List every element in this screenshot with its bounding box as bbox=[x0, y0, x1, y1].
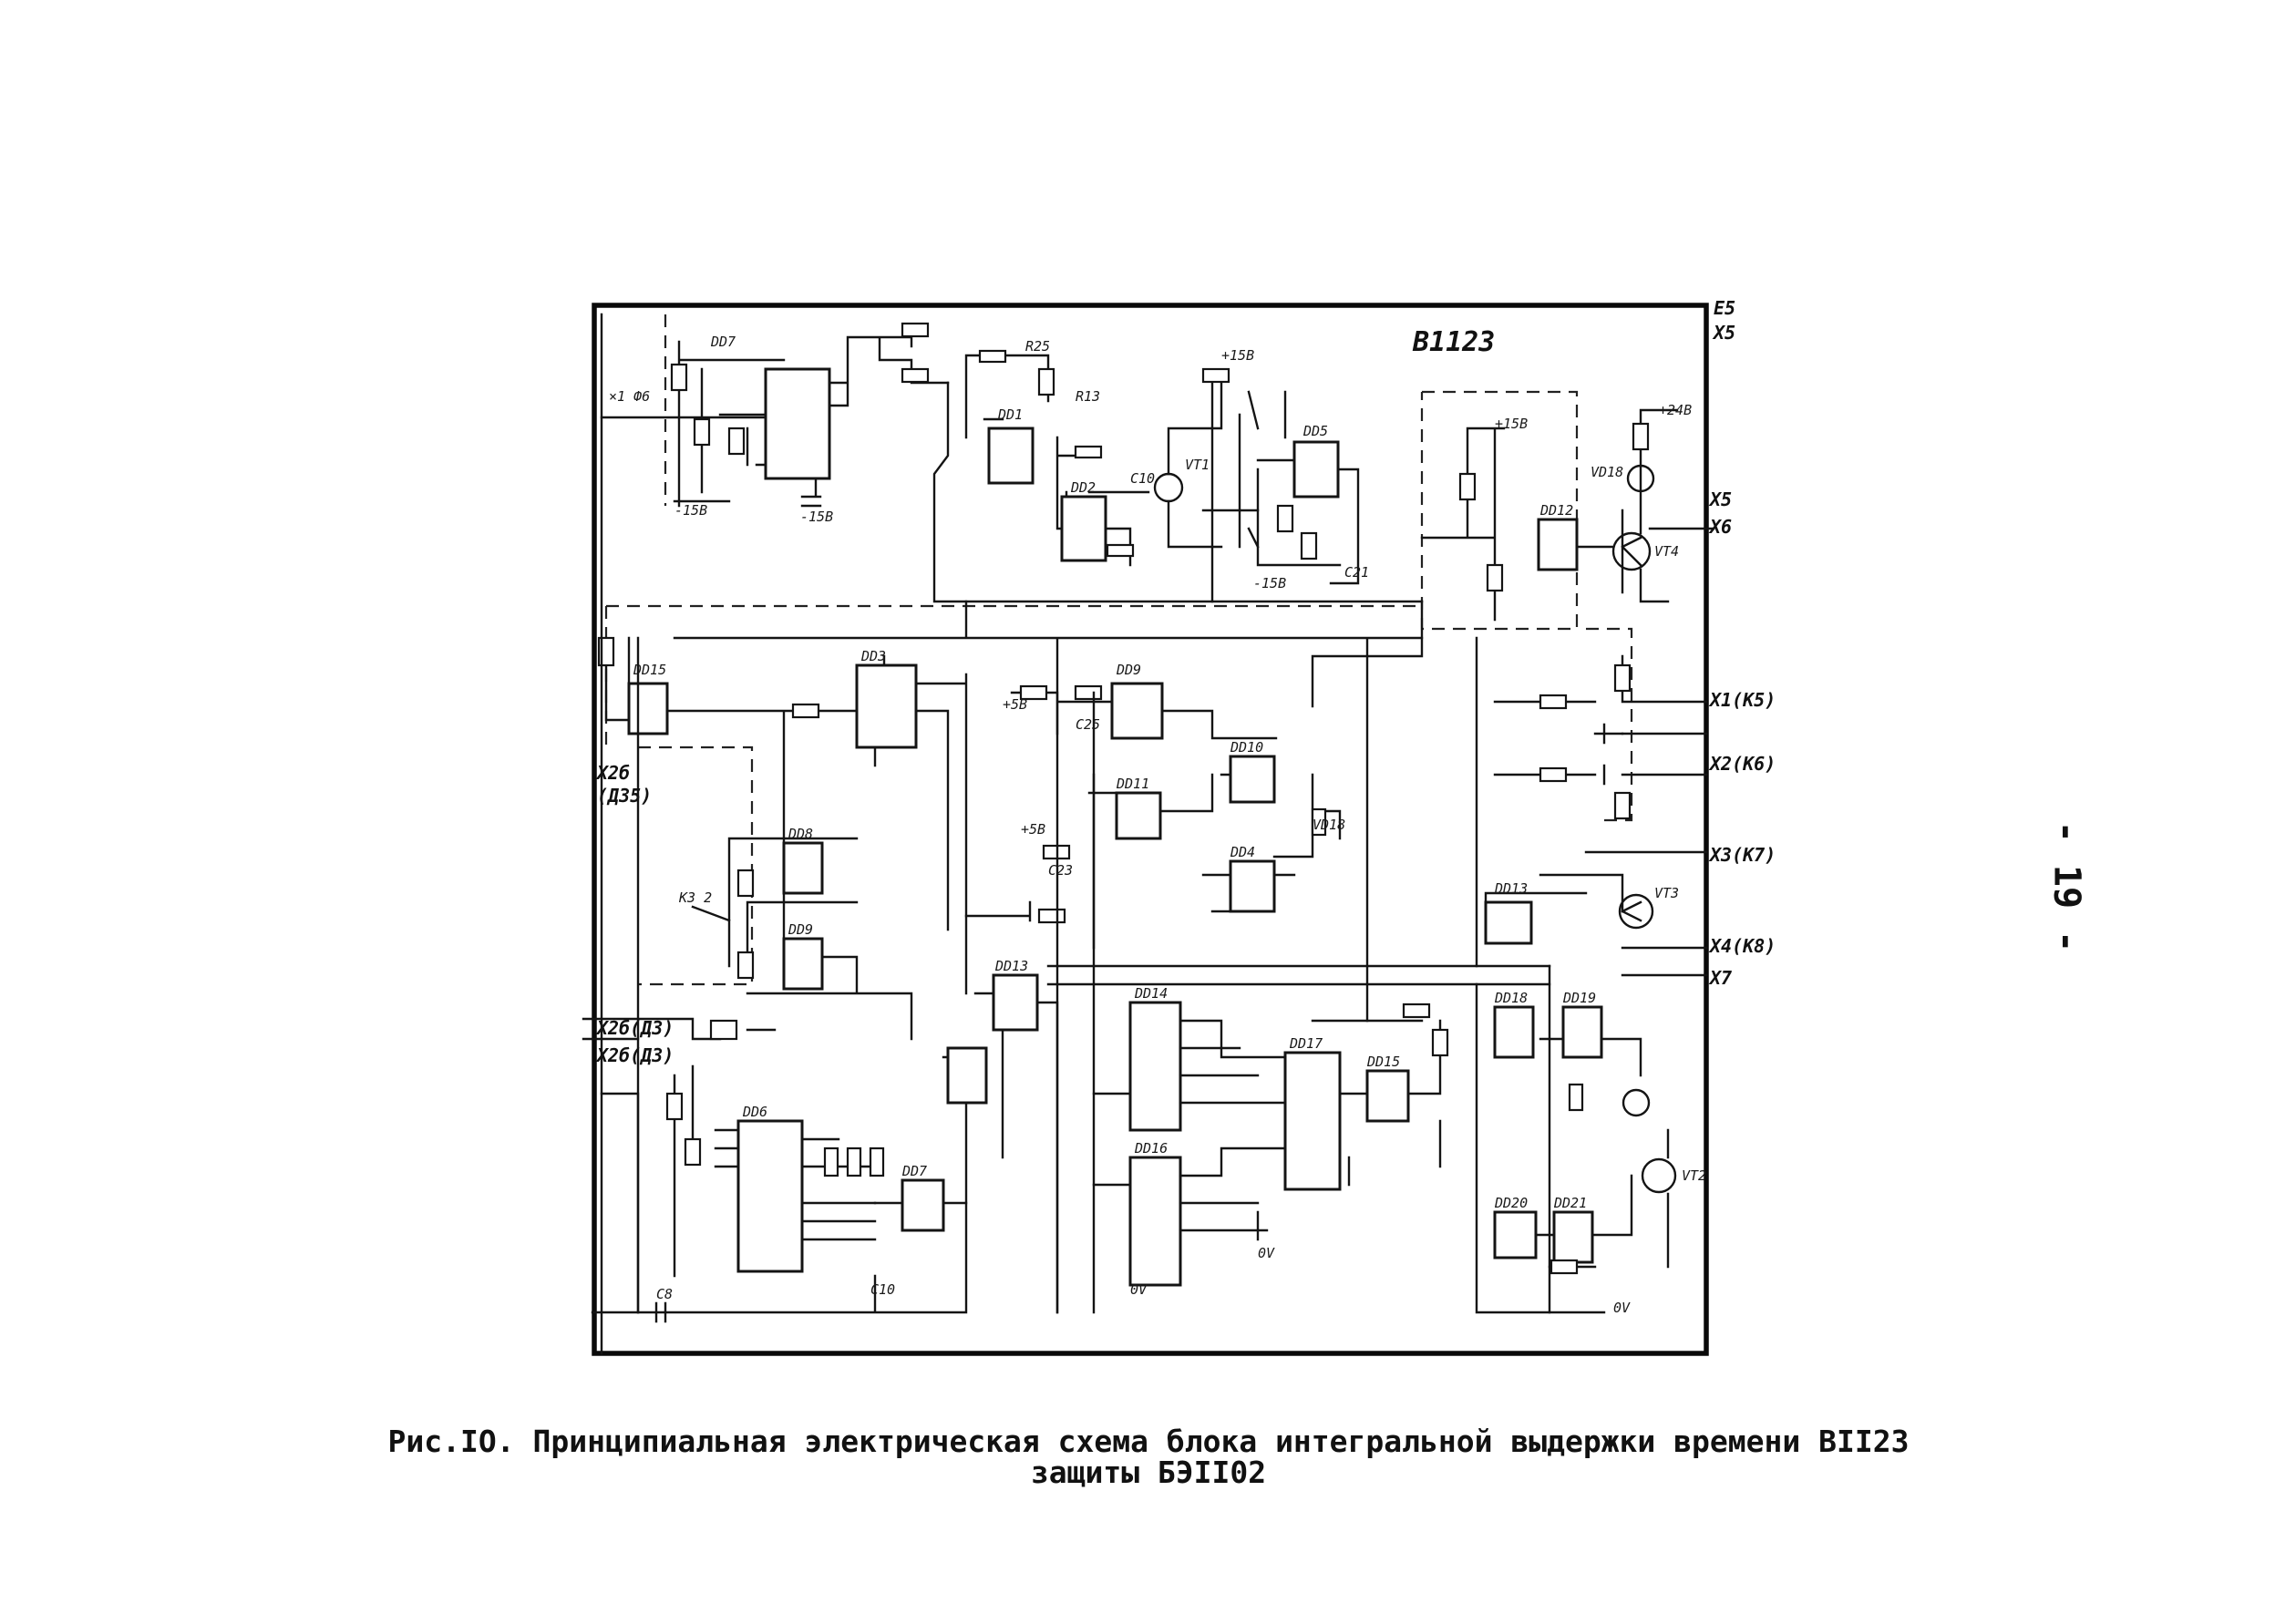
svg-text:-15B: -15B bbox=[674, 502, 707, 519]
svg-text:C21: C21 bbox=[1344, 564, 1369, 581]
svg-text:C25: C25 bbox=[1076, 716, 1100, 733]
right-terminal-5: X6 bbox=[1708, 516, 1732, 538]
svg-text:DD5: DD5 bbox=[1302, 423, 1328, 439]
svg-text:+24B: +24B bbox=[1659, 402, 1692, 418]
svg-text:DD2: DD2 bbox=[1070, 479, 1096, 496]
svg-text:DD1: DD1 bbox=[997, 406, 1023, 423]
svg-text:+5B: +5B bbox=[1021, 821, 1045, 838]
svg-text:DD20: DD20 bbox=[1494, 1195, 1528, 1211]
svg-text:C10: C10 bbox=[870, 1281, 895, 1298]
section-bottom-right: DD13 VT3 DD18 DD19 DD20 DD21 VT2 0V bbox=[1475, 873, 1706, 1316]
figure-caption: Рис.IO. Принципиальная электрическая схе… bbox=[346, 1426, 1951, 1488]
block-title: B1123 bbox=[1412, 326, 1495, 358]
right-terminal-1: X2(К6) bbox=[1708, 753, 1776, 775]
right-terminal-3: X4(К8) bbox=[1708, 935, 1776, 957]
section-middle: DD15 DD3 DD9 DD10 DD11 DD4 +5B C25 +5B C… bbox=[597, 600, 1424, 995]
svg-text:DD14: DD14 bbox=[1134, 985, 1168, 1002]
svg-text:DD7: DD7 bbox=[901, 1163, 927, 1179]
svg-text:R13: R13 bbox=[1076, 388, 1100, 405]
svg-text:+5B: +5B bbox=[1003, 696, 1027, 713]
right-terminal-6: X7 bbox=[1708, 967, 1732, 989]
svg-text:DD4: DD4 bbox=[1230, 844, 1255, 860]
connector-label-x5: X5 bbox=[1712, 322, 1735, 344]
svg-text:VD18: VD18 bbox=[1313, 817, 1345, 833]
connector-label-e5: E5 bbox=[1714, 297, 1735, 319]
svg-text:DD15: DD15 bbox=[1366, 1054, 1400, 1070]
svg-text:VT1: VT1 bbox=[1185, 457, 1210, 473]
right-terminal-2: X3(К7) bbox=[1708, 844, 1776, 866]
svg-text:DD15: DD15 bbox=[633, 662, 666, 678]
svg-text:DD11: DD11 bbox=[1116, 776, 1149, 792]
svg-text:DD9: DD9 bbox=[1116, 662, 1141, 678]
svg-text:DD17: DD17 bbox=[1289, 1035, 1323, 1052]
section-top-right: DD12 VT4 +24B +15B VD18 bbox=[1420, 402, 1715, 622]
svg-text:DD9: DD9 bbox=[788, 921, 813, 938]
svg-text:+15B: +15B bbox=[1221, 347, 1254, 364]
svg-text:DD21: DD21 bbox=[1553, 1195, 1587, 1211]
svg-text:-15B: -15B bbox=[1253, 575, 1286, 591]
section-top-left: DD7 -15B -15B ×1 Ф6 bbox=[600, 322, 950, 525]
svg-text:DD19: DD19 bbox=[1562, 990, 1596, 1006]
svg-text:0V: 0V bbox=[1130, 1281, 1148, 1298]
svg-text:DD7: DD7 bbox=[710, 334, 736, 350]
bus-wires bbox=[600, 313, 1551, 1355]
svg-text:DD10: DD10 bbox=[1230, 739, 1263, 756]
svg-text:VT2: VT2 bbox=[1682, 1167, 1706, 1184]
right-terminals: X1(К5) X2(К6) X3(К7) X4(К8) X5 X6 X7 bbox=[1493, 488, 1776, 989]
left-terminal-2: X2б(ДЗ) bbox=[595, 1017, 674, 1039]
svg-text:+15B: +15B bbox=[1495, 416, 1528, 432]
svg-text:DD12: DD12 bbox=[1539, 502, 1573, 519]
left-terminal-3: X2б(ДЗ) bbox=[595, 1044, 674, 1066]
svg-text:-15B: -15B bbox=[800, 509, 833, 525]
svg-text:0V: 0V bbox=[1258, 1245, 1275, 1261]
section-top-center: R25 DD1 R13 DD2 C10 VT1 +15B DD5 C21 -15… bbox=[932, 338, 1424, 603]
svg-text:0V: 0V bbox=[1613, 1300, 1631, 1316]
svg-text:DD18: DD18 bbox=[1494, 990, 1528, 1006]
svg-text:DD3: DD3 bbox=[860, 648, 886, 664]
svg-text:VD18: VD18 bbox=[1591, 464, 1623, 480]
caption-line-2: защиты БЭII02 bbox=[1030, 1455, 1267, 1490]
svg-text:DD6: DD6 bbox=[742, 1104, 767, 1120]
section-left: DD8 DD9 КЗ 2 X2б (ДЗ5) X2б(ДЗ) X2б(ДЗ) bbox=[582, 762, 913, 1066]
svg-text:C8: C8 bbox=[656, 1286, 673, 1302]
svg-text:R25: R25 bbox=[1025, 338, 1050, 355]
section-bottom-center: DD13 DD14 DD16 DD17 DD15 0V 0V bbox=[973, 958, 1551, 1314]
svg-text:DD16: DD16 bbox=[1134, 1140, 1168, 1157]
svg-text:×1 Ф6: ×1 Ф6 bbox=[609, 388, 650, 405]
svg-text:VT4: VT4 bbox=[1654, 543, 1679, 560]
svg-text:КЗ 2: КЗ 2 bbox=[678, 889, 712, 906]
dashed-separator-right2 bbox=[1586, 627, 1633, 822]
svg-text:DD8: DD8 bbox=[788, 826, 813, 842]
caption-line-1: Рис.IO. Принципиальная электрическая схе… bbox=[387, 1424, 1910, 1459]
section-bottom-left: DD6 DD7 C8 C10 bbox=[591, 1046, 988, 1323]
block-frame bbox=[592, 303, 1709, 1356]
left-terminal-1: (ДЗ5) bbox=[597, 785, 652, 807]
left-terminal-0: X2б bbox=[595, 762, 630, 784]
svg-text:DD13: DD13 bbox=[1494, 880, 1528, 897]
svg-text:C23: C23 bbox=[1048, 862, 1073, 879]
right-terminal-0: X1(К5) bbox=[1708, 689, 1776, 711]
page-number: - 19 - bbox=[2045, 820, 2088, 953]
svg-text:C10: C10 bbox=[1130, 470, 1155, 487]
right-terminal-4: X5 bbox=[1708, 488, 1732, 510]
svg-text:DD13: DD13 bbox=[994, 958, 1028, 974]
svg-text:VT3: VT3 bbox=[1654, 885, 1679, 901]
